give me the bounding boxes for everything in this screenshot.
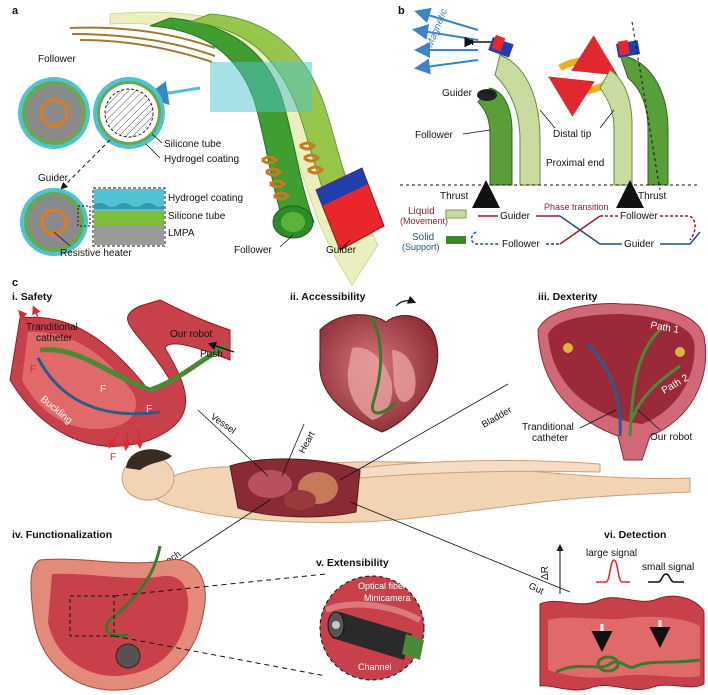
path1-label: Path 1 (649, 320, 680, 336)
panel-a-letter: a (12, 5, 19, 17)
hydrogel-coating-label: Hydrogel coating (164, 154, 239, 165)
optical-fiber-label: Optical fiber (358, 581, 406, 591)
human-body (121, 449, 691, 524)
follower-title: Follower (38, 54, 76, 65)
silicone-tube-callout: Silicone tube Hydrogel coating (145, 133, 239, 165)
trad-catheter-1-label: Tranditional (26, 322, 78, 333)
silicone-tube-label: Silicone tube (164, 139, 222, 150)
extensibility-zoom (319, 575, 425, 681)
legend-guider-1: Guider (500, 211, 531, 222)
movement-label: (Movement) (400, 216, 448, 226)
panel-c-letter: c (12, 277, 18, 289)
phase-legend: Liquid (Movement) Solid (Support) Guider… (400, 202, 701, 252)
b-follower-label: Follower (415, 130, 453, 141)
hydrogel-coating-label-2: Hydrogel coating (168, 193, 243, 204)
our-robot-2-label: Our robot (650, 432, 692, 443)
follower-end-label: Follower (234, 245, 272, 256)
panel-c: c Vessel Heart Bladder Stomach Gut i. Sa… (9, 277, 707, 691)
force-label-3: F (146, 404, 152, 415)
robot-state-right (599, 21, 669, 191)
robot-state-left (477, 34, 541, 186)
trad-catheter-1b-label: catheter (36, 333, 73, 344)
functionalization-title: iv. Functionalization (12, 529, 112, 541)
panel-b-letter: b (398, 5, 405, 17)
silicone-tube-label-2: Silicone tube (168, 211, 226, 222)
minicamera-label: Minicamera (364, 593, 411, 603)
legend-follower-2: Follower (502, 239, 540, 250)
thrust-right-label: Thrust (638, 191, 667, 202)
dexterity-title: iii. Dexterity (538, 291, 598, 303)
guider-title: Guider (38, 173, 69, 184)
resistive-heater-label: Resistive heater (60, 248, 132, 259)
force-label-1: F (30, 364, 36, 375)
solid-label: Solid (412, 232, 434, 243)
guider-tip-3d (299, 141, 385, 251)
guider-cross-section-top (93, 77, 165, 149)
cross-section-highlight (210, 62, 312, 112)
gut-label: Gut (527, 581, 546, 598)
small-signal-label: small signal (642, 562, 694, 573)
legend-follower-1: Follower (620, 211, 658, 222)
tube-end-callouts: Follower Guider (234, 234, 357, 256)
magnetic-field-arrows (412, 7, 479, 75)
follower-cross-section (18, 77, 90, 149)
push-label: Push (200, 349, 223, 360)
gut-illustration (539, 595, 705, 691)
proximal-end-label: Proximal end (546, 158, 604, 169)
trad-catheter-2b-label: catheter (532, 433, 569, 444)
our-robot-1-label: Our robot (170, 329, 212, 340)
channel-label: Channel (358, 662, 392, 672)
heart-illustration (319, 295, 439, 433)
magnetic-label: Magnetic (425, 7, 450, 49)
organ-callout-lines (129, 383, 571, 593)
panel-a: a (12, 5, 385, 286)
bladder-illustration (537, 303, 707, 461)
accessibility-title: ii. Accessibility (290, 291, 366, 303)
guider-end-label: Guider (326, 245, 357, 256)
phase-transition-label: Phase transition (544, 202, 609, 212)
force-label-4: F (110, 452, 116, 463)
liquid-swatch (445, 209, 467, 219)
bladder-label: Bladder (480, 405, 514, 431)
small-signal-trace (648, 573, 684, 583)
detection-signal-plot (556, 544, 684, 594)
distal-tip-label: Distal tip (553, 129, 592, 140)
support-label: (Support) (402, 242, 440, 252)
delta-r-label: ΔR (540, 566, 551, 580)
guider-cross-section (20, 188, 91, 256)
wire-leads (69, 26, 216, 63)
large-signal-trace (596, 559, 630, 583)
force-label-2: F (100, 384, 106, 395)
liquid-label: Liquid (408, 206, 435, 217)
large-signal-label: large signal (586, 548, 637, 559)
trad-catheter-2-label: Tranditional (522, 422, 574, 433)
detection-title: vi. Detection (604, 529, 666, 541)
vessel-illustration (9, 299, 235, 451)
thrust-left-label: Thrust (440, 191, 469, 202)
state-switch-arrows (548, 35, 618, 117)
layer-zoom-box (92, 187, 166, 247)
stomach-illustration (30, 545, 206, 691)
panel-b: b Magnetic m (398, 5, 701, 252)
extensibility-title: v. Extensibility (316, 557, 389, 569)
solid-swatch (446, 236, 466, 244)
section-connector (60, 139, 111, 190)
lmpa-label: LMPA (168, 228, 195, 239)
legend-guider-2: Guider (624, 239, 655, 250)
follower-tip-3d (261, 155, 314, 239)
guider-layer-callouts: Hydrogel coating Silicone tube LMPA Resi… (53, 193, 243, 259)
safety-title: i. Safety (12, 291, 52, 303)
b-guider-label: Guider (442, 88, 473, 99)
